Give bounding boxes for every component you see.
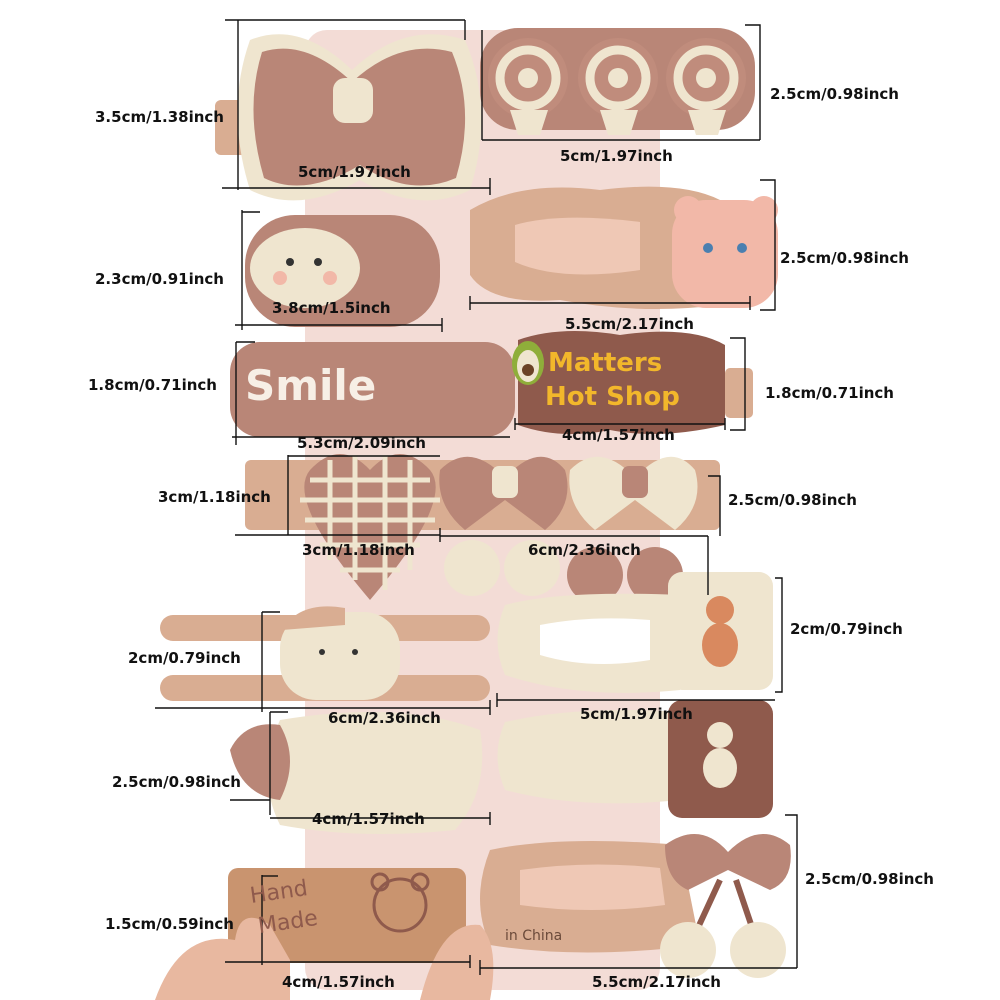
hand-height-label: 1.5cm/0.59inch [105, 915, 234, 933]
lollipop-height-label: 2.5cm/0.98inch [770, 85, 899, 103]
cross-width-label: 6cm/2.36inch [328, 709, 441, 727]
cloud-height-label: 2.3cm/0.91inch [95, 270, 224, 288]
teddy-height-label: 2cm/0.79inch [790, 620, 903, 638]
hand [155, 917, 290, 1000]
cloud-width-label: 3.8cm/1.5inch [272, 299, 391, 317]
heart-width-label: 3cm/1.18inch [302, 541, 415, 559]
shop-height-label: 1.8cm/0.71inch [765, 384, 894, 402]
bow-width-label: 5cm/1.97inch [298, 163, 411, 181]
brown-bear-snap-clip [497, 700, 773, 818]
bear-snap-clip [470, 186, 778, 309]
heart-clip [300, 454, 440, 600]
cloud-clip [245, 215, 440, 327]
smile-clip [230, 342, 515, 437]
cherry-width-label: 5.5cm/2.17inch [592, 973, 721, 991]
origin-text: in China [505, 928, 563, 944]
cross-height-label: 2cm/0.79inch [128, 649, 241, 667]
bow-height-label: 3.5cm/1.38inch [95, 108, 224, 126]
smile-width-label: 5.3cm/2.09inch [297, 434, 426, 452]
cream-clip [230, 712, 483, 834]
smile-text: Smile [245, 361, 377, 410]
bear-clip-height-label: 2.5cm/0.98inch [780, 249, 909, 267]
shop-width-label: 4cm/1.57inch [562, 426, 675, 444]
teddy-snap-clip [497, 572, 773, 693]
teddy-width-label: 5cm/1.97inch [580, 705, 693, 723]
smile-height-label: 1.8cm/0.71inch [88, 376, 217, 394]
cream-clip-width-label: 4cm/1.57inch [312, 810, 425, 828]
heart-height-label: 3cm/1.18inch [158, 488, 271, 506]
cream-clip-height-label: 2.5cm/0.98inch [112, 773, 241, 791]
lollipop-width-label: 5cm/1.97inch [560, 147, 673, 165]
shop-text-line2: Hot Shop [545, 382, 680, 412]
bow-pair-clip [439, 456, 698, 530]
cherry-bow-clip [480, 834, 791, 978]
bow-clip [237, 34, 482, 201]
hand-width-label: 4cm/1.57inch [282, 973, 395, 991]
shop-text-line1: Matters [548, 348, 663, 378]
bows-width-label: 6cm/2.36inch [528, 541, 641, 559]
crossed-bear-clip [160, 606, 490, 701]
bear-clip-width-label: 5.5cm/2.17inch [565, 315, 694, 333]
bows-height-label: 2.5cm/0.98inch [728, 491, 857, 509]
lollipop-clip [480, 28, 755, 135]
shop-clip [512, 331, 753, 434]
hand-made-clip [228, 868, 466, 963]
cherry-height-label: 2.5cm/0.98inch [805, 870, 934, 888]
ball-clips [444, 540, 683, 603]
